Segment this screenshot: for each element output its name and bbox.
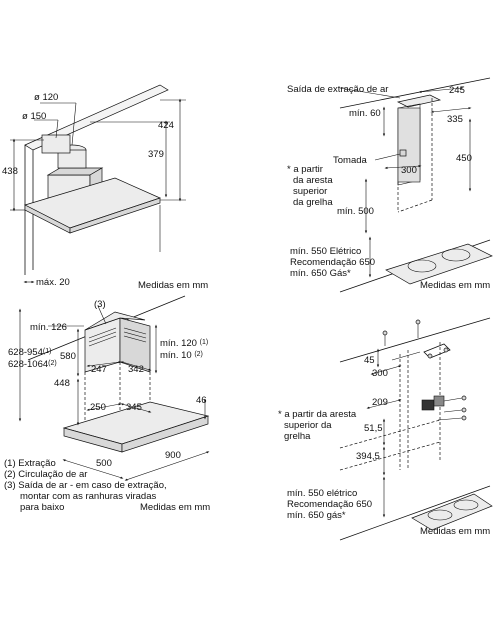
label-min-60: mín. 60 — [349, 108, 381, 119]
label-dim-250: 250 — [90, 402, 106, 413]
label-dim-51-5: 51,5 — [364, 423, 383, 434]
screw-set-top — [382, 319, 451, 359]
hatched-zone — [397, 107, 421, 183]
label-min-650-gas: mín. 650 Gás* — [290, 268, 351, 279]
legend-2: (2) Circulação de ar — [4, 469, 87, 480]
label-max-20: máx. 20 — [36, 277, 70, 288]
panel-front-view: (3) mín. 126 628-954(1) 628-1064(2) 580 … — [4, 295, 210, 513]
label-dim-900: 900 — [165, 450, 181, 461]
legend-1: (1) Extração — [4, 458, 56, 469]
note-br-line-2: superior da — [284, 420, 332, 431]
label-min-126: mín. 126 — [30, 322, 67, 333]
note-line-4: da grelha — [293, 197, 333, 208]
label-dim-247: 247 — [91, 364, 107, 375]
outlet-bracket — [396, 94, 442, 108]
label-dim-394-5: 394,5 — [356, 451, 380, 462]
label-rec-650: Recomendação 650 — [290, 257, 375, 268]
panel-wall-layout: Saída de extração de ar 245 335 mín. 60 … — [287, 77, 493, 293]
panel-side-view: ø 120 ø 150 438 424 379 máx. 20 Medidas … — [2, 84, 208, 291]
cooktop-br — [411, 493, 493, 531]
note-line-2: da aresta — [293, 175, 333, 186]
air-slots — [88, 327, 147, 347]
ceiling-line — [339, 77, 491, 109]
label-units-bl: Medidas em mm — [140, 502, 210, 513]
label-br-min-650-gas: mín. 650 gás* — [287, 510, 346, 521]
label-dim-500: 500 — [96, 458, 112, 469]
label-dim-379: 379 — [148, 149, 164, 160]
label-br-min-550: mín. 550 elétrico — [287, 488, 357, 499]
label-range-954: 628-954(1) — [8, 347, 51, 358]
label-socket: Tomada — [333, 155, 368, 166]
label-range-1064: 628-1064(2) — [8, 359, 57, 370]
label-units-br: Medidas em mm — [420, 526, 490, 537]
label-units-tr: Medidas em mm — [420, 280, 490, 291]
label-dim-342: 342 — [128, 364, 144, 375]
legend-3b: montar com as ranhuras viradas — [20, 491, 156, 502]
label-min-10: mín. 10 (2) — [160, 350, 203, 361]
legend-3a: (3) Saída de ar - em caso de extração, — [4, 480, 167, 491]
ceiling-plane — [24, 84, 169, 151]
ceiling-line-br — [339, 317, 491, 363]
label-dim-300: 300 — [401, 165, 417, 176]
label-air-outlet: Saída de extração de ar — [287, 84, 388, 95]
note-line-3: superior — [293, 186, 327, 197]
cooktop — [385, 243, 493, 285]
label-units-tl: Medidas em mm — [138, 280, 208, 291]
label-min-550: mín. 550 Elétrico — [290, 246, 361, 257]
label-dim-300: 300 — [372, 368, 388, 379]
label-dim-580: 580 — [60, 351, 76, 362]
mounting-bracket — [41, 134, 71, 154]
label-dim-345: 345 — [126, 402, 142, 413]
note-br-line-3: grelha — [284, 431, 311, 442]
label-dia-120: ø 120 — [34, 92, 58, 103]
note-br-line-1: * a partir da aresta — [278, 409, 357, 420]
note-line-1: * a partir — [287, 164, 323, 175]
label-dim-450: 450 — [456, 153, 472, 164]
label-dim-209: 209 — [372, 397, 388, 408]
wall-anchors — [421, 395, 467, 421]
label-br-rec-650: Recomendação 650 — [287, 499, 372, 510]
label-dia-150: ø 150 — [22, 111, 46, 122]
label-min-120: mín. 120 (1) — [160, 338, 208, 349]
label-dim-424: 424 — [158, 120, 174, 131]
label-dim-335: 335 — [447, 114, 463, 125]
label-dim-438: 438 — [2, 166, 18, 177]
label-dim-45: 45 — [364, 355, 375, 366]
label-ref-3: (3) — [94, 299, 106, 310]
legend-3c: para baixo — [20, 502, 64, 513]
label-min-500: mín. 500 — [337, 206, 374, 217]
counter-line-br — [339, 485, 491, 541]
label-dim-448: 448 — [54, 378, 70, 389]
label-dim-46: 46 — [196, 395, 207, 406]
panel-bracket-layout: 45 300 209 51,5 394,5 * a partir da ares… — [278, 317, 493, 541]
socket-icon — [399, 149, 407, 157]
label-dim-245: 245 — [449, 85, 465, 96]
